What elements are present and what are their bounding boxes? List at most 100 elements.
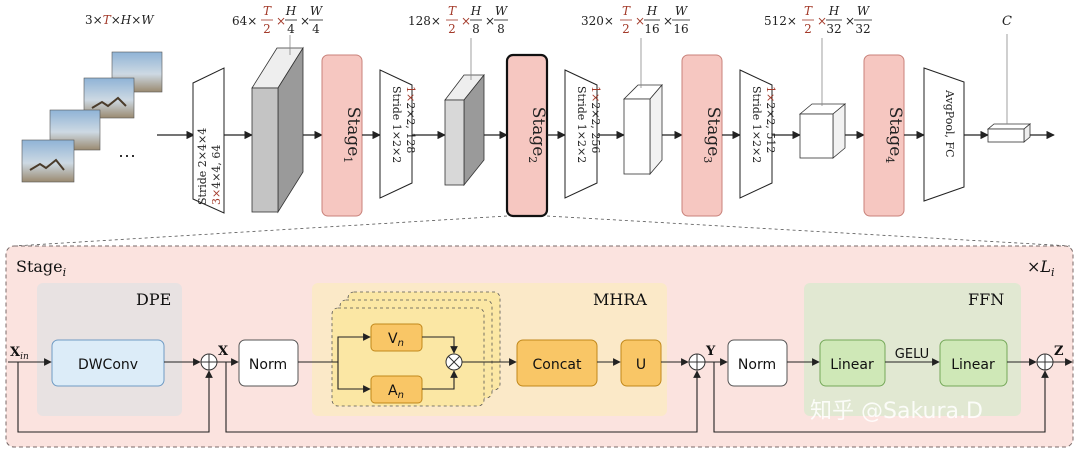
z-label: Z: [1054, 344, 1064, 359]
svg-text:H: H: [285, 4, 297, 18]
add-operator-2: [688, 353, 706, 371]
svg-text:2: 2: [622, 22, 630, 36]
x-in-label: Xin: [10, 345, 29, 362]
svg-text:×: ×: [485, 14, 495, 28]
dwconv-label: DWConv: [78, 357, 138, 373]
norm-label-2: Norm: [738, 357, 776, 373]
norm-block-2: [727, 339, 788, 387]
svg-text:×: ×: [276, 14, 286, 28]
svg-text:16: 16: [644, 22, 659, 36]
dim-label-2: 128× T 2 × H 8 × W 8: [408, 4, 509, 36]
svg-text:8: 8: [472, 22, 480, 36]
svg-text:8: 8: [497, 22, 505, 36]
svg-text:W: W: [857, 4, 871, 18]
stage-3-block: Stage3: [681, 54, 723, 217]
svg-text:×: ×: [461, 14, 471, 28]
u-label: U: [636, 357, 646, 373]
dim-label-4: 512× T 2 × H 32 × W 32: [764, 4, 872, 36]
video-frames-input: [21, 51, 163, 183]
svg-text:W: W: [495, 4, 509, 18]
svg-text:320×: 320×: [581, 14, 614, 28]
svg-text:T: T: [263, 4, 272, 18]
svg-text:H: H: [646, 4, 658, 18]
svg-text:4: 4: [312, 22, 320, 36]
svg-text:32: 32: [855, 22, 870, 36]
svg-text:2: 2: [804, 22, 812, 36]
downsample-block-1: Stride 1×2×2 1×2×2, 128: [379, 69, 417, 199]
svg-text:T: T: [448, 4, 457, 18]
feature-volume-4: [798, 103, 847, 159]
ffn-title: FFN: [968, 290, 1004, 309]
v-label: Vn: [388, 331, 404, 349]
svg-text:2: 2: [448, 22, 456, 36]
norm-block-1: [238, 339, 299, 387]
svg-text:×: ×: [300, 14, 310, 28]
svg-text:W: W: [310, 4, 324, 18]
svg-text:×: ×: [845, 14, 855, 28]
y-label: Y: [705, 344, 716, 359]
a-label: An: [388, 383, 404, 401]
svg-text:T: T: [804, 4, 813, 18]
linear-block-2: [939, 339, 1008, 387]
feature-volume-2: [444, 73, 485, 187]
frames-ellipsis: ⋯: [118, 146, 136, 167]
linear-block-1: [819, 339, 886, 387]
downsample-block-2: Stride 1×2×2 1×2×2, 256: [564, 69, 602, 199]
svg-text:16: 16: [673, 22, 688, 36]
svg-text:Stage2: Stage2: [526, 107, 548, 164]
avgpool-fc-head: AvgPool, FC: [923, 67, 965, 202]
mhra-title: MHRA: [593, 290, 647, 309]
svg-text:Stride 1×2×2: Stride 1×2×2: [750, 86, 763, 163]
svg-text:Stage1: Stage1: [341, 107, 363, 164]
svg-text:2: 2: [263, 22, 271, 36]
svg-text:AvgPool, FC: AvgPool, FC: [943, 89, 956, 158]
svg-text:×: ×: [817, 14, 827, 28]
stage-4-block: Stage4: [863, 54, 905, 217]
concat-label: Concat: [533, 357, 582, 373]
watermark: 知乎 @Sakura.D: [810, 399, 983, 424]
svg-text:3×4×4, 64: 3×4×4, 64: [210, 145, 223, 205]
dwconv-block: [51, 339, 165, 387]
svg-text:H: H: [828, 4, 840, 18]
stage-1-block: Stage1: [321, 54, 363, 217]
stem-conv-block: Stride 2×4×4 3×4×4, 64: [192, 67, 225, 214]
svg-text:1×2×2, 128: 1×2×2, 128: [404, 86, 417, 153]
svg-text:32: 32: [826, 22, 841, 36]
linear-label-1: Linear: [830, 357, 874, 373]
svg-text:128×: 128×: [408, 14, 441, 28]
output-dimension-label: C: [1002, 14, 1012, 29]
dpe-title: DPE: [136, 290, 171, 309]
repeat-label: ×Li: [1027, 257, 1055, 279]
svg-text:H: H: [470, 4, 482, 18]
dim-label-1: 64× T 2 × H 4 × W 4: [232, 4, 324, 36]
dim-label-3: 320× T 2 × H 16 × W 16: [581, 4, 690, 36]
svg-text:Stride 1×2×2: Stride 1×2×2: [575, 86, 588, 163]
svg-text:Stage4: Stage4: [883, 107, 905, 164]
attention-head-panel: [331, 307, 485, 407]
concat-block: [516, 339, 598, 387]
svg-text:Stride 2×4×4: Stride 2×4×4: [196, 128, 209, 205]
x-label: X: [218, 344, 229, 359]
svg-text:512×: 512×: [764, 14, 797, 28]
svg-text:Stage3: Stage3: [701, 107, 723, 164]
downsample-block-3: Stride 1×2×2 1×2×2, 512: [739, 69, 777, 199]
u-block: [620, 339, 662, 387]
add-operator-3: [1036, 353, 1054, 371]
gelu-label: GELU: [895, 347, 929, 362]
svg-text:W: W: [675, 4, 689, 18]
svg-text:1×2×2, 512: 1×2×2, 512: [764, 86, 777, 153]
svg-text:64×: 64×: [232, 14, 257, 28]
output-vector: [986, 123, 1032, 143]
feature-volume-1: [251, 46, 304, 214]
multiply-operator: [445, 353, 463, 371]
svg-text:T: T: [622, 4, 631, 18]
feature-volume-3: [623, 83, 663, 176]
svg-text:Stride 1×2×2: Stride 1×2×2: [390, 86, 403, 163]
norm-label-1: Norm: [249, 357, 287, 373]
add-operator-1: [200, 353, 218, 371]
stage-detail-title: Stagei: [16, 257, 66, 279]
svg-text:×: ×: [635, 14, 645, 28]
svg-text:1×2×2, 256: 1×2×2, 256: [589, 86, 602, 153]
input-dimension-label: 3×T×H×W: [85, 13, 155, 27]
